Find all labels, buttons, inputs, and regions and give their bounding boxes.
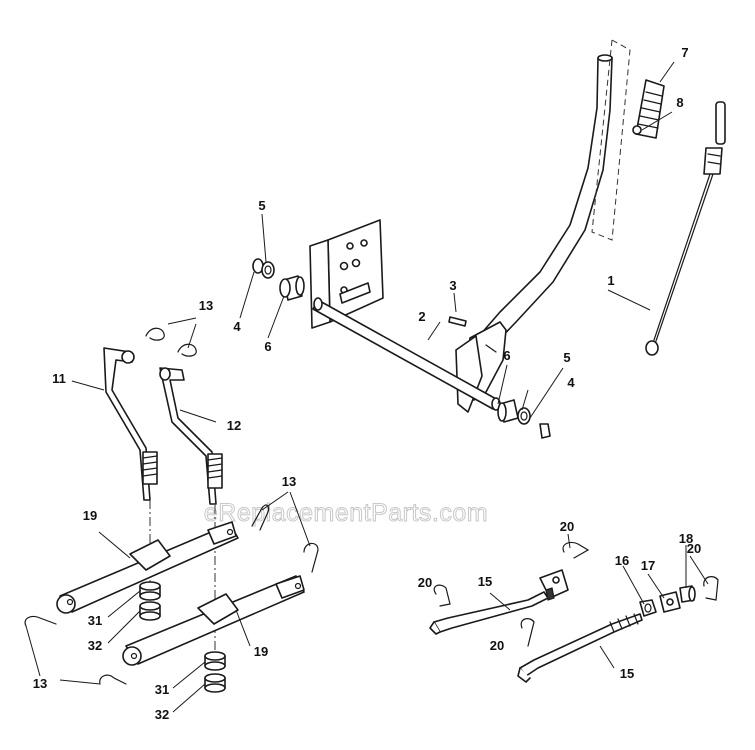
left-bushing-set [252, 258, 305, 301]
hairpin-clip [303, 542, 319, 573]
height-rod [645, 101, 726, 356]
hand-grip [635, 79, 665, 139]
link-rod-lower [517, 613, 643, 683]
part-number-label: 6 [503, 348, 510, 363]
lift-lever [455, 54, 613, 413]
spacer-32-upper [139, 601, 161, 621]
part-number-label: 31 [155, 682, 169, 697]
part-number-label: 4 [567, 375, 575, 390]
hairpin-clip [99, 674, 127, 685]
button-knob [632, 125, 642, 135]
part-number-label: 20 [418, 575, 432, 590]
hairpin-clip [562, 541, 590, 559]
lift-link-11 [103, 347, 158, 501]
part-number-label: 13 [199, 298, 213, 313]
part-number-label: 8 [676, 95, 683, 110]
hairpin-clip [703, 576, 719, 601]
spacer-31-lower [204, 651, 226, 671]
part-number-label: 16 [615, 553, 629, 568]
roll-pin [448, 316, 467, 327]
part-number-label: 20 [560, 519, 574, 534]
part-labels: 1 2 3 4 4 5 5 6 6 7 8 11 12 13 13 13 15 … [33, 45, 701, 722]
lift-arm-lower [122, 575, 305, 666]
part-number-label: 17 [641, 558, 655, 573]
part-number-label: 19 [254, 644, 268, 659]
part-number-label: 4 [233, 319, 241, 334]
bushing-18 [679, 585, 696, 603]
lift-shaft [312, 297, 501, 411]
part-number-label: 18 [679, 531, 693, 546]
part-number-label: 31 [88, 613, 102, 628]
part-number-label: 15 [478, 574, 492, 589]
trunnion [659, 591, 681, 613]
watermark-text: eReplacementParts.com [204, 499, 488, 527]
part-number-label: 12 [227, 418, 241, 433]
hairpin-clip [433, 584, 451, 607]
part-number-label: 7 [681, 45, 688, 60]
part-number-label: 20 [490, 638, 504, 653]
pivot-bracket [539, 569, 569, 601]
part-number-label: 15 [620, 666, 634, 681]
lift-link-12 [159, 367, 223, 505]
hairpin-clip [251, 504, 270, 531]
part-number-label: 13 [282, 474, 296, 489]
part-number-label: 2 [418, 309, 425, 324]
hairpin-clip [520, 618, 535, 647]
part-number-label: 5 [258, 198, 265, 213]
part-number-label: 1 [607, 273, 614, 288]
part-number-label: 3 [449, 278, 456, 293]
grip-outline [591, 39, 631, 241]
hairpin-clip [24, 615, 57, 627]
lift-arm-upper [56, 521, 239, 614]
part-number-label: 11 [52, 371, 66, 386]
spacer-31-upper [139, 581, 161, 601]
right-bushing-set [497, 399, 551, 439]
part-number-label: 19 [83, 508, 97, 523]
part-number-label: 13 [33, 676, 47, 691]
hex-nut [639, 599, 657, 617]
link-rod-upper [429, 591, 549, 635]
hairpin-clip [177, 343, 197, 357]
spacer-32-lower [204, 673, 226, 693]
part-number-label: 6 [264, 339, 271, 354]
part-number-label: 32 [155, 707, 169, 722]
part-number-label: 32 [88, 638, 102, 653]
part-number-label: 20 [687, 541, 701, 556]
leader-lines [25, 61, 709, 713]
part-number-label: 5 [563, 350, 570, 365]
hairpin-clip [145, 327, 165, 341]
